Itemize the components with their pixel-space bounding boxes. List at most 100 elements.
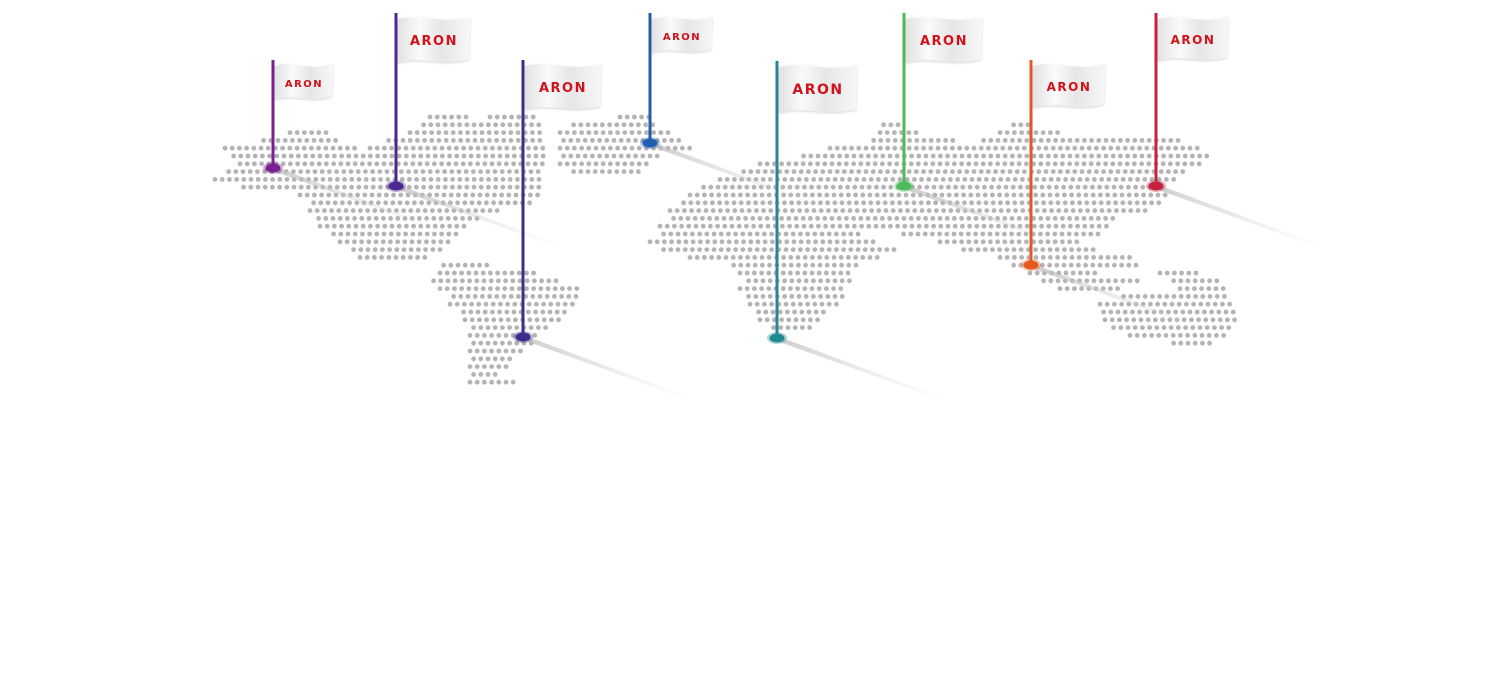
land-dot <box>746 294 751 299</box>
land-dot <box>1090 192 1096 198</box>
land-dot <box>436 138 442 143</box>
land-dot <box>427 169 433 175</box>
land-dot <box>844 223 850 229</box>
land-dot <box>736 216 741 221</box>
land-dot <box>796 262 801 268</box>
land-dot <box>480 270 486 276</box>
land-dot <box>809 184 814 190</box>
land-dot <box>511 145 517 151</box>
land-dot <box>1200 278 1205 284</box>
land-dot <box>1142 200 1147 206</box>
land-dot <box>382 145 387 151</box>
land-dot <box>475 145 481 151</box>
land-dot <box>494 114 500 120</box>
land-dot <box>538 286 544 291</box>
land-dot <box>1091 200 1097 206</box>
land-dot <box>454 145 459 151</box>
land-dot <box>281 153 287 159</box>
land-dot <box>1096 161 1101 167</box>
land-dot <box>307 208 313 214</box>
land-dot <box>839 294 845 299</box>
land-dot <box>280 161 286 167</box>
land-dot <box>504 145 510 151</box>
land-dot <box>544 294 550 299</box>
land-dot <box>831 255 837 260</box>
land-dot <box>447 301 453 307</box>
land-dot <box>600 122 605 128</box>
land-dot <box>1081 231 1086 237</box>
land-dot <box>873 153 878 159</box>
land-dot <box>560 286 565 291</box>
land-dot <box>1074 239 1080 245</box>
land-dot <box>762 239 768 245</box>
land-dot <box>973 239 979 245</box>
land-dot <box>1189 317 1194 323</box>
land-dot <box>802 184 807 190</box>
land-dot <box>679 223 684 229</box>
land-dot <box>824 262 830 268</box>
land-dot <box>793 161 799 167</box>
land-dot <box>882 200 888 206</box>
land-dot <box>759 192 765 198</box>
land-dot <box>460 278 465 284</box>
land-dot <box>1150 294 1155 299</box>
land-dot <box>957 145 962 151</box>
land-dot <box>410 231 416 237</box>
land-dot <box>1142 294 1148 299</box>
land-dot <box>826 231 832 237</box>
land-dot <box>686 223 692 229</box>
land-dot <box>296 153 301 159</box>
land-dot <box>525 161 531 167</box>
land-dot <box>1066 231 1072 237</box>
flag-cloth <box>398 17 470 63</box>
land-dot <box>730 255 736 260</box>
land-dot <box>536 325 541 330</box>
land-dot <box>1010 184 1016 190</box>
land-dot <box>443 138 449 143</box>
land-dot <box>858 153 864 159</box>
land-dot <box>1220 301 1225 307</box>
land-dot <box>696 208 702 214</box>
land-dot <box>342 184 347 190</box>
land-dot <box>604 153 610 159</box>
land-dot <box>358 247 364 253</box>
land-dot <box>1132 153 1138 159</box>
land-dot <box>579 145 584 151</box>
land-dot <box>360 153 366 159</box>
land-dot <box>1011 262 1016 268</box>
land-dot <box>446 145 452 151</box>
land-dot <box>461 145 466 151</box>
land-dot <box>921 145 926 151</box>
land-dot <box>304 192 310 198</box>
land-dot <box>410 145 416 151</box>
land-dot <box>526 309 531 315</box>
land-dot <box>916 161 921 167</box>
land-dot <box>424 161 430 167</box>
land-dot <box>905 208 910 214</box>
land-dot <box>874 255 880 260</box>
land-dot <box>1162 301 1168 307</box>
land-dot <box>781 255 786 260</box>
land-dot <box>700 223 706 229</box>
land-dot <box>782 208 788 214</box>
land-dot <box>355 192 360 198</box>
land-dot <box>730 192 736 198</box>
land-dot <box>644 161 649 167</box>
land-dot <box>805 301 810 307</box>
land-dot <box>489 161 495 167</box>
land-dot <box>839 262 844 268</box>
land-dot <box>1177 286 1183 291</box>
land-dot <box>382 223 388 229</box>
land-dot <box>859 184 865 190</box>
land-dot <box>1212 325 1217 330</box>
land-dot <box>793 216 799 221</box>
land-dot <box>916 216 921 221</box>
land-dot <box>528 169 534 175</box>
land-dot <box>1086 145 1092 151</box>
land-dot <box>350 208 356 214</box>
land-dot <box>824 270 829 276</box>
land-dot <box>794 184 800 190</box>
land-dot <box>500 325 505 330</box>
land-dot <box>802 270 808 276</box>
land-dot <box>1046 223 1052 229</box>
